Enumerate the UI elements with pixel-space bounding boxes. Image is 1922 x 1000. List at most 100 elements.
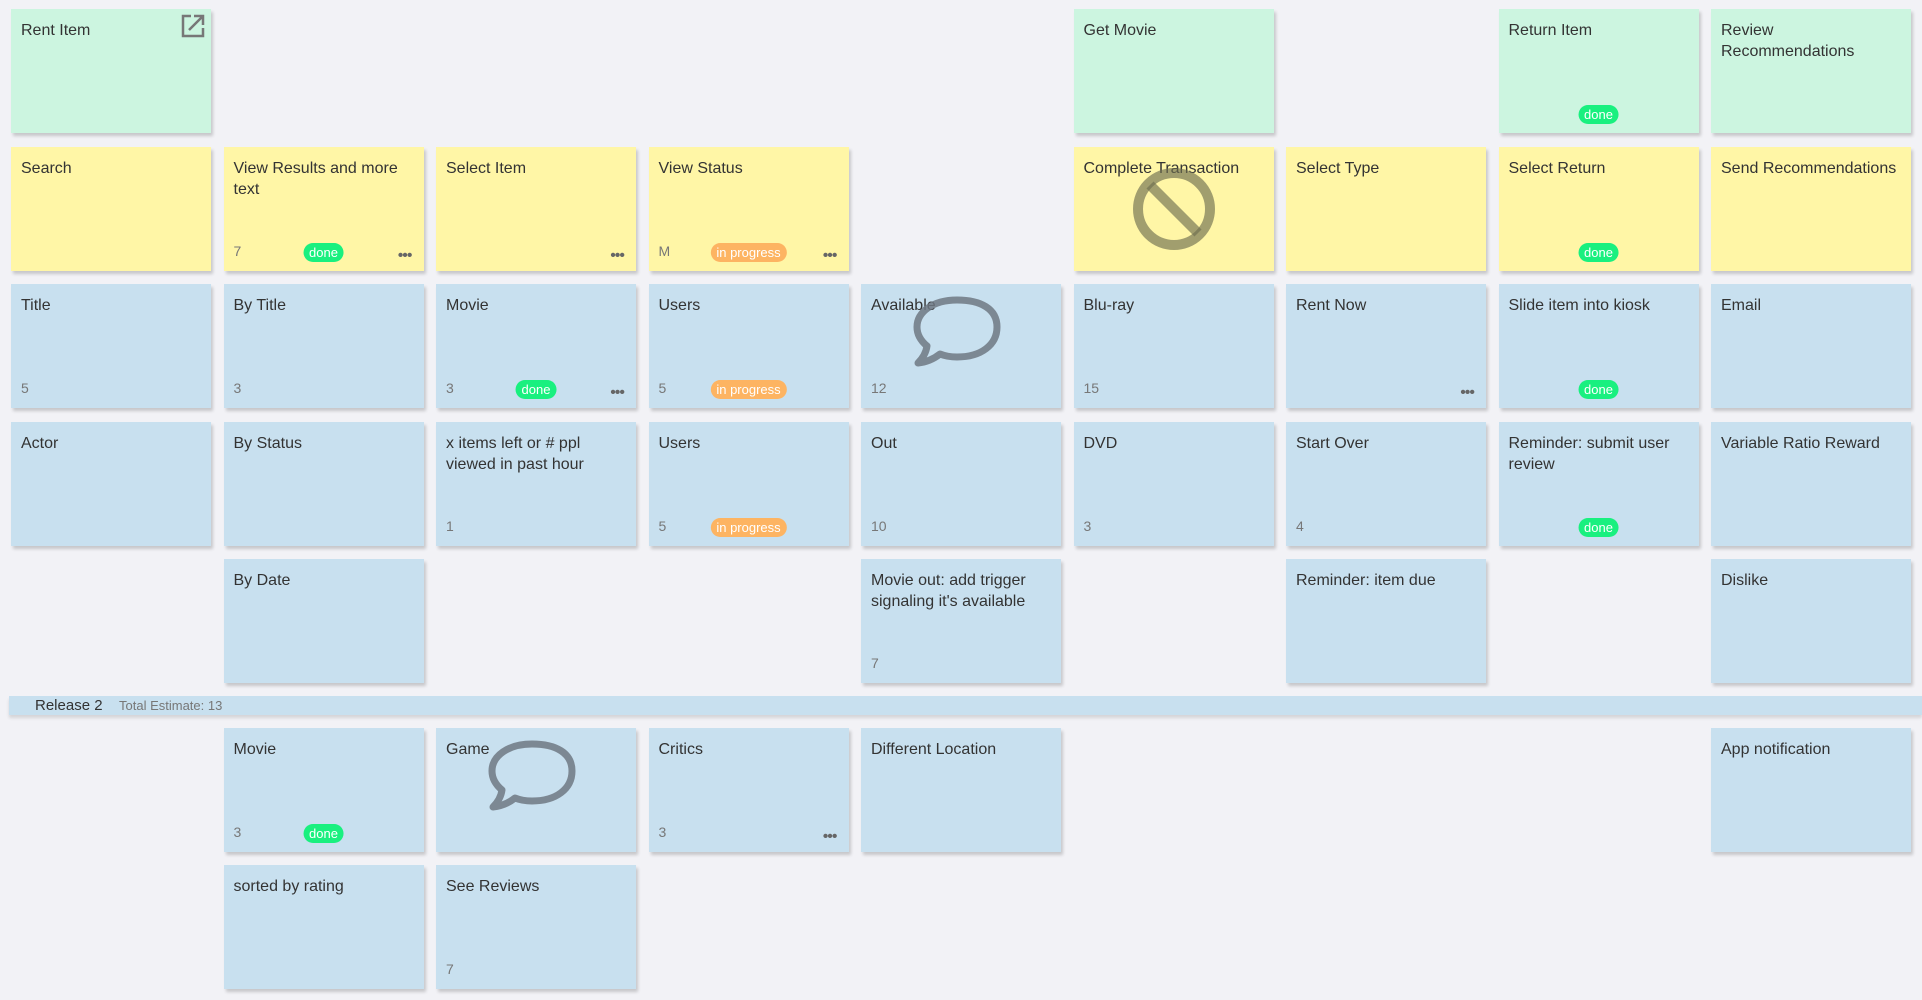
story-card[interactable]: By Status: [223, 422, 424, 546]
more-menu-icon[interactable]: •••: [397, 247, 413, 264]
card-title: Movie: [446, 297, 489, 314]
release-total-estimate: Total Estimate: 13: [119, 698, 223, 713]
blocked-icon: [1132, 167, 1216, 256]
story-card[interactable]: Review Recommendations: [1711, 9, 1911, 133]
story-card[interactable]: Movie 3 done •••: [436, 284, 636, 408]
card-title: x items left or # ppl viewed in past hou…: [446, 435, 584, 473]
card-title: sorted by rating: [233, 878, 344, 895]
story-card[interactable]: Actor: [11, 422, 211, 546]
story-card[interactable]: Search: [11, 147, 211, 271]
story-card[interactable]: Blu-ray 15: [1073, 284, 1274, 408]
card-title: DVD: [1083, 435, 1118, 452]
card-title: View Results and more text: [233, 160, 398, 198]
story-card[interactable]: Movie out: add trigger signaling it's av…: [861, 559, 1061, 683]
story-card[interactable]: sorted by rating: [223, 865, 424, 989]
story-card[interactable]: Select Item •••: [436, 147, 636, 271]
status-badge: done: [1578, 243, 1619, 262]
story-card[interactable]: App notification: [1711, 728, 1911, 852]
release-name: Release 2: [35, 697, 103, 714]
card-estimate: 3: [233, 380, 242, 396]
card-title: Reminder: item due: [1296, 572, 1436, 589]
story-card[interactable]: Dislike: [1711, 559, 1911, 683]
card-title: By Status: [233, 435, 302, 452]
status-badge: done: [1578, 380, 1619, 399]
card-title: By Title: [233, 297, 286, 314]
status-badge: done: [303, 243, 344, 262]
more-menu-icon[interactable]: •••: [1460, 384, 1475, 401]
story-card[interactable]: Email: [1711, 284, 1911, 408]
card-estimate: 10: [871, 518, 887, 534]
card-title: Select Type: [1296, 160, 1380, 177]
story-card[interactable]: DVD 3: [1073, 422, 1274, 546]
card-title: Available: [871, 297, 936, 314]
status-badge: done: [303, 824, 344, 843]
card-title: Game: [446, 741, 490, 758]
card-title: Select Item: [446, 160, 527, 177]
story-card[interactable]: Different Location: [861, 728, 1061, 852]
status-badge: done: [515, 380, 557, 399]
card-title: Reminder: submit user review: [1508, 435, 1670, 473]
card-title: Movie out: add trigger signaling it's av…: [871, 572, 1026, 610]
card-estimate: 7: [871, 655, 879, 671]
story-card[interactable]: Send Recommendations: [1711, 147, 1911, 271]
card-title: App notification: [1721, 741, 1831, 758]
card-title: Dislike: [1721, 572, 1769, 589]
card-estimate: 3: [446, 380, 454, 396]
card-title: Blu-ray: [1083, 297, 1135, 314]
card-title: Send Recommendations: [1721, 160, 1897, 177]
more-menu-icon[interactable]: •••: [822, 828, 838, 845]
card-estimate: 5: [21, 380, 29, 396]
status-badge: in progress: [710, 243, 787, 262]
card-title: By Date: [233, 572, 291, 589]
story-card[interactable]: Rent Now•••: [1286, 284, 1486, 408]
card-title: Different Location: [871, 741, 997, 758]
more-menu-icon[interactable]: •••: [822, 247, 838, 264]
card-title: See Reviews: [446, 878, 540, 895]
story-card[interactable]: Get Movie: [1073, 9, 1274, 133]
story-card[interactable]: Reminder: item due: [1286, 559, 1486, 683]
card-title: Email: [1721, 297, 1762, 314]
status-badge: in progress: [710, 380, 787, 399]
card-title: Search: [21, 160, 72, 177]
story-card[interactable]: Select Type: [1286, 147, 1486, 271]
story-card[interactable]: x items left or # ppl viewed in past hou…: [436, 422, 636, 546]
card-estimate: 3: [233, 824, 242, 840]
card-title: Get Movie: [1083, 22, 1157, 39]
status-badge: in progress: [710, 518, 787, 537]
story-card[interactable]: By Title 3: [223, 284, 424, 408]
card-estimate: 15: [1083, 380, 1100, 396]
story-card[interactable]: Game: [436, 728, 636, 852]
story-card[interactable]: Complete Transaction: [1073, 147, 1274, 271]
card-estimate: 3: [1083, 518, 1092, 534]
release-divider[interactable]: Release 2 Total Estimate: 13: [9, 696, 1922, 715]
card-title: Review Recommendations: [1721, 22, 1855, 60]
story-card[interactable]: Variable Ratio Reward: [1711, 422, 1911, 546]
card-title: Start Over: [1296, 435, 1369, 452]
story-card[interactable]: By Date: [223, 559, 424, 683]
card-title: Users: [658, 435, 701, 452]
card-estimate: 5: [658, 380, 667, 396]
story-card[interactable]: Movie 3 done: [223, 728, 424, 852]
more-menu-icon[interactable]: •••: [610, 247, 625, 264]
story-card[interactable]: Rent Item: [11, 9, 211, 133]
card-title: Rent Item: [21, 22, 91, 39]
card-title: Movie: [233, 741, 277, 758]
card-title: Actor: [21, 435, 59, 452]
more-menu-icon[interactable]: •••: [610, 384, 625, 401]
card-title: Return Item: [1508, 22, 1593, 39]
card-estimate: 3: [658, 824, 667, 840]
